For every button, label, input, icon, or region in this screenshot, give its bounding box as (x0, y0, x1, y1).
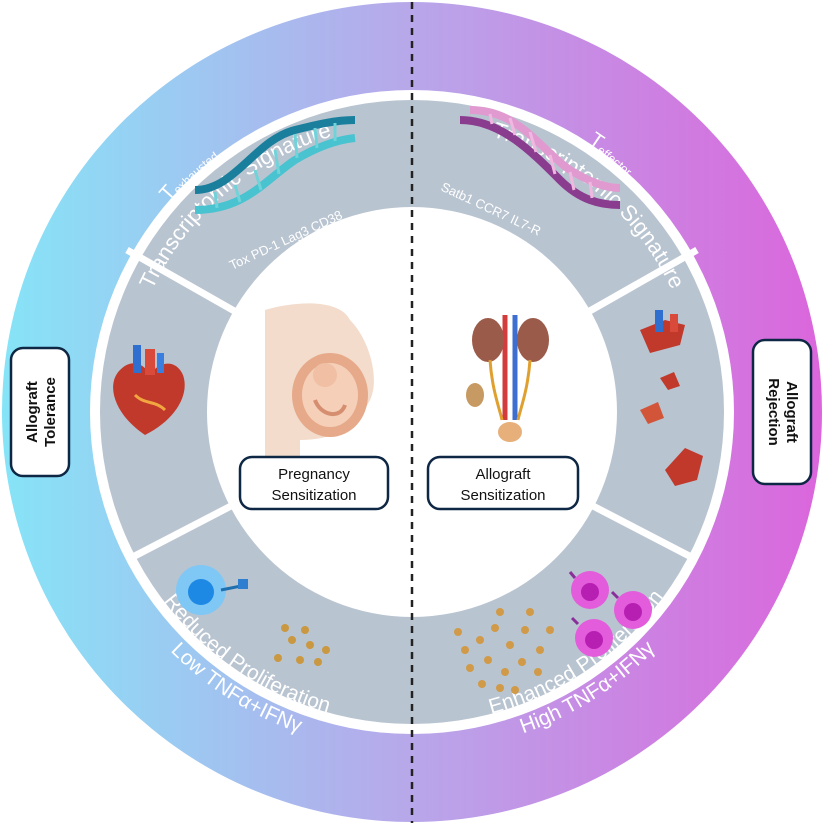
kidney-icon (466, 315, 549, 442)
tolerance-label-line2: Tolerance (42, 377, 59, 447)
pregnancy-label-line2: Sensitization (271, 487, 356, 504)
dna-helix-icon (194, 116, 356, 214)
pregnancy-label-line1: Pregnancy (278, 466, 350, 483)
heart-icon (113, 345, 185, 435)
allograft-label-box (426, 455, 580, 511)
allograft-label-line1: Allograft (475, 466, 531, 483)
dna-helix-icon (459, 106, 621, 209)
rejection-label-line2: Rejection (765, 378, 782, 446)
pregnancy-label-box (238, 455, 390, 511)
rejection-label-box (751, 338, 813, 486)
t-cell-icon (176, 565, 248, 615)
allograft-label-line2: Sensitization (460, 487, 545, 504)
t-cell-icon (568, 571, 652, 657)
cytokine-dots-icon (274, 624, 330, 666)
tolerance-label-box (9, 346, 71, 478)
tolerance-label-line1: Allograft (24, 381, 41, 443)
rejection-label-line1: Allograft (783, 381, 800, 443)
heart-fragments-icon (640, 310, 703, 486)
pregnancy-icon (265, 303, 374, 470)
cytokine-dots-icon (454, 608, 554, 694)
